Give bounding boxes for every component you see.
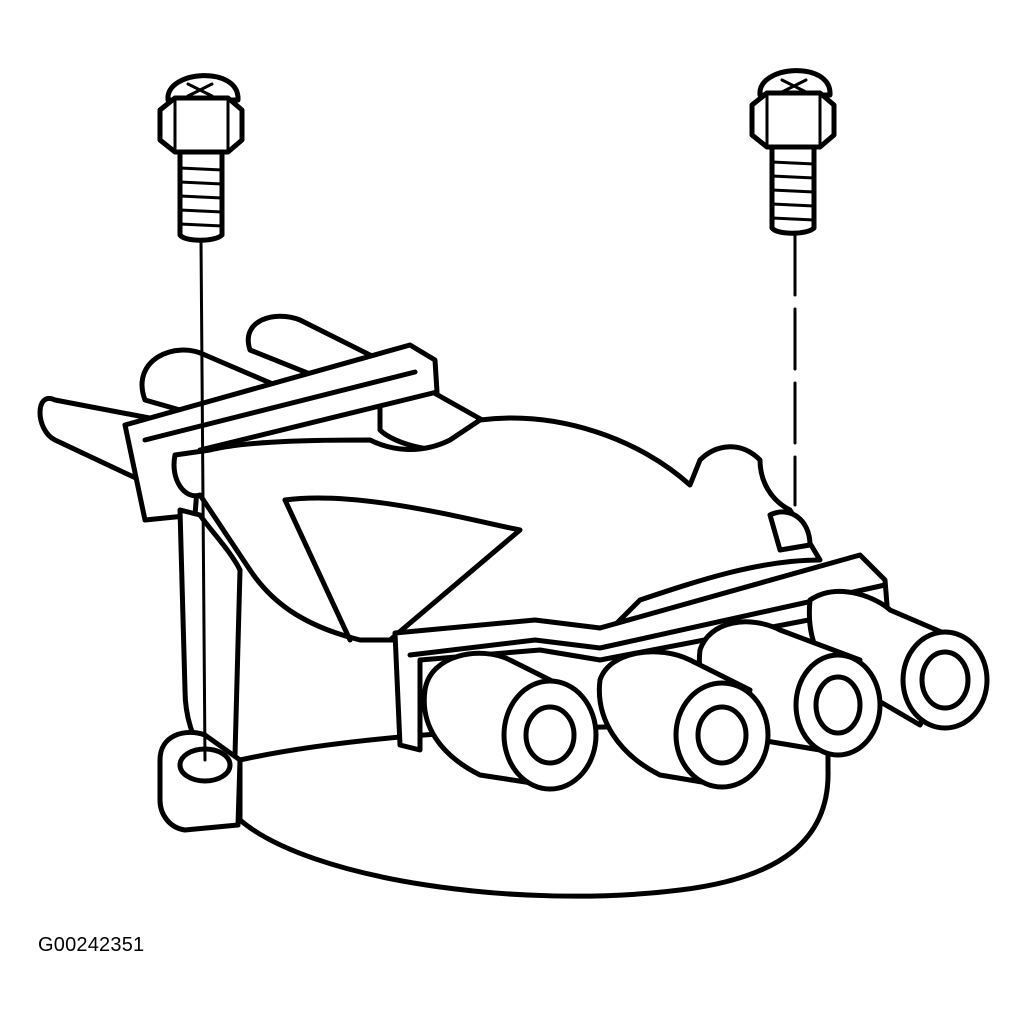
rear-cable-retainer xyxy=(122,342,440,523)
terminal-tower-1 xyxy=(421,650,599,792)
alignment-lines xyxy=(199,233,797,762)
screw-left xyxy=(157,73,245,243)
cap-housing xyxy=(171,415,823,643)
front-terminal-towers xyxy=(421,588,990,792)
screw-right xyxy=(749,68,837,236)
left-mounting-ear xyxy=(157,507,243,833)
figure-id-label: G00242351 xyxy=(38,934,145,956)
terminal-tower-2 xyxy=(596,649,771,790)
